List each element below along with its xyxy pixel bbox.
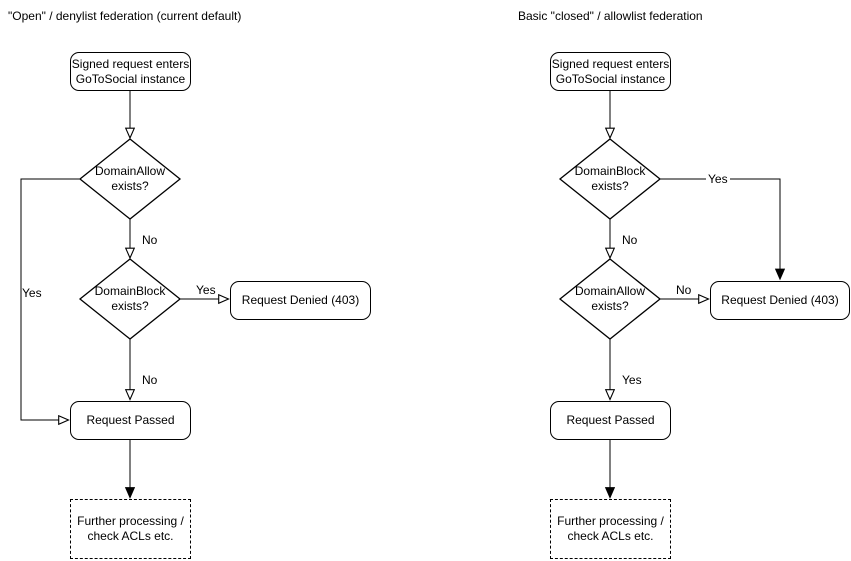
left-decision2-diamond	[78, 258, 182, 340]
right-label-decision2-no: No	[676, 283, 692, 297]
right-diagram-title: Basic "closed" / allowlist federation	[518, 9, 703, 23]
left-start-node: Signed request enters GoToSocial instanc…	[70, 52, 191, 91]
left-further-processing-node: Further processing / check ACLs etc.	[70, 499, 191, 559]
left-diagram-title: "Open" / denylist federation (current de…	[8, 9, 242, 23]
right-further-processing-node: Further processing / check ACLs etc.	[550, 499, 671, 559]
right-edge-decision1-yes-to-denied	[660, 178, 780, 279]
right-label-decision2-yes: Yes	[622, 373, 642, 387]
left-passed-node: Request Passed	[70, 401, 191, 440]
right-decision2-diamond	[558, 258, 662, 340]
left-label-decision2-no: No	[142, 373, 158, 387]
left-label-decision2-yes: Yes	[196, 283, 216, 297]
left-decision1-diamond	[78, 138, 182, 220]
right-denied-node: Request Denied (403)	[710, 281, 850, 320]
right-label-decision1-no: No	[622, 233, 638, 247]
left-denied-node: Request Denied (403)	[230, 281, 371, 320]
right-passed-node: Request Passed	[550, 401, 671, 440]
right-start-node: Signed request enters GoToSocial instanc…	[550, 52, 671, 91]
left-edge-decision1-yes-to-passed	[20, 178, 80, 420]
right-label-decision1-yes: Yes	[706, 172, 730, 186]
right-decision1-diamond	[558, 138, 662, 220]
left-label-decision1-no: No	[142, 233, 158, 247]
left-label-decision1-yes: Yes	[22, 286, 42, 300]
